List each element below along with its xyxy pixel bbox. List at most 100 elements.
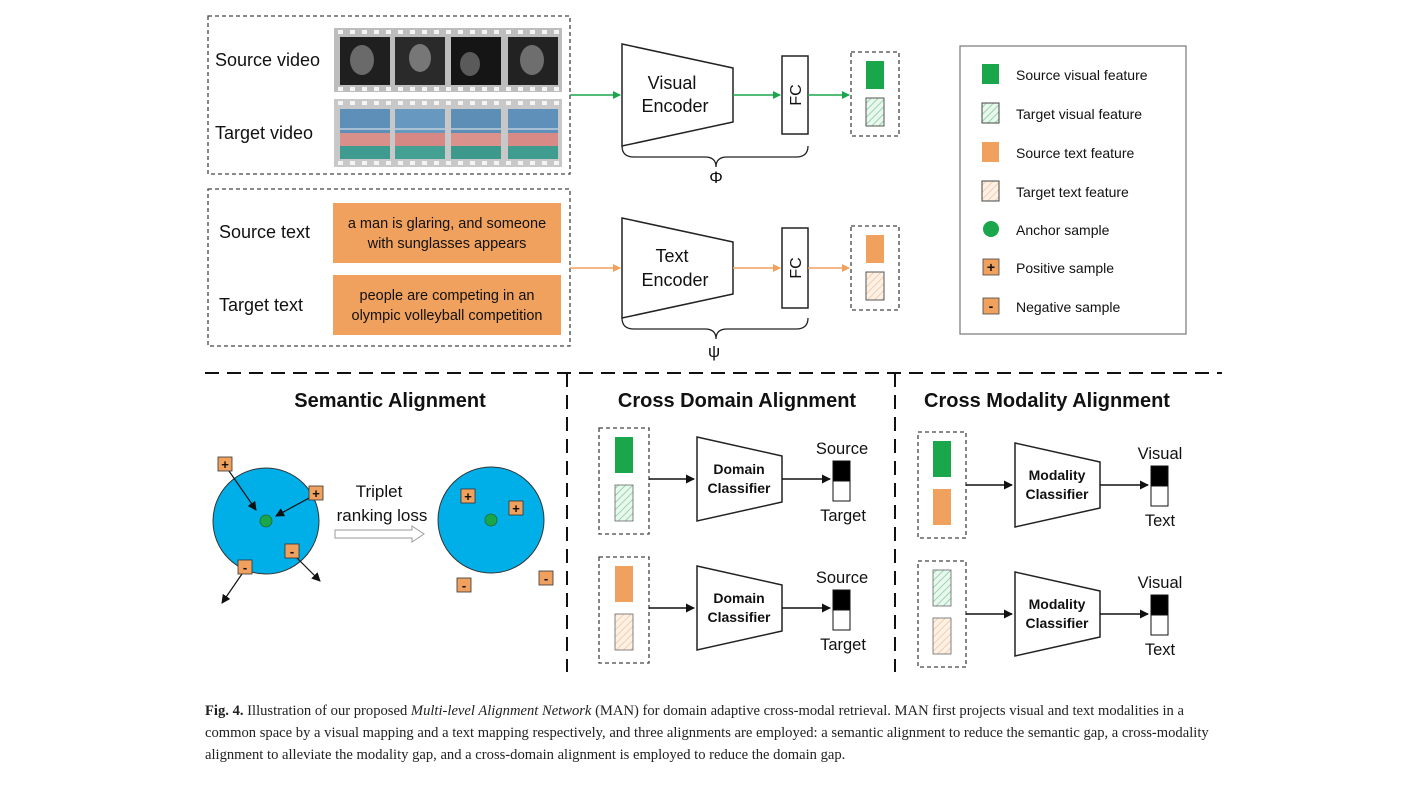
legend: Source visual feature Target visual feat… (959, 45, 1187, 335)
video-panel: Source video Target video (207, 15, 571, 175)
cross-domain-section: Cross Domain Alignment Domain Classifier… (598, 390, 868, 664)
target-text-swatch-icon (981, 180, 1000, 202)
modality-classifier-trapezoid (1014, 571, 1101, 657)
text-mapping-brace (621, 317, 809, 340)
source-text-label: Source text (219, 222, 310, 242)
domain-output-source-label: Source (816, 569, 868, 587)
triplet-loss-hollow-arrow (334, 525, 425, 543)
positive-sample-box (460, 488, 476, 504)
source-text-caption-line1: a man is glaring, and someone (348, 216, 546, 232)
domain-output-target-label: Target (820, 507, 866, 525)
positive-sample-box (308, 485, 324, 501)
source-text-feature-swatch (866, 235, 884, 263)
positive-sample-box (508, 500, 524, 516)
visual-fc-box (781, 55, 809, 135)
minus-glyph: - (243, 560, 247, 575)
legend-item-label: Positive sample (1016, 260, 1114, 276)
domain-classifier-trapezoid (696, 565, 783, 651)
negative-sample-box (237, 559, 253, 575)
triplet-loss-label-line1: Triplet (356, 482, 403, 501)
source-visual-feature-swatch (933, 441, 951, 477)
source-visual-feature-swatch (615, 437, 633, 473)
modality-classifier-label-line1: Modality (1029, 467, 1086, 483)
target-visual-feature-swatch (865, 97, 885, 127)
source-text-caption-line2: with sunglasses appears (367, 236, 527, 252)
legend-item-label: Target visual feature (1016, 106, 1142, 122)
anchor-circle-icon (983, 221, 999, 237)
visual-pipeline: Visual Encoder FC Φ (570, 43, 900, 187)
legend-item-label: Negative sample (1016, 299, 1120, 315)
target-text-feature-swatch (865, 271, 885, 301)
visual-encoder-trapezoid (621, 43, 734, 147)
caption-figure-label: Fig. 4. (205, 703, 244, 719)
source-video-label: Source video (215, 50, 320, 70)
domain-classifier-trapezoid (696, 436, 783, 522)
domain-classifier-label-line1: Domain (713, 590, 764, 606)
plus-glyph: + (312, 486, 320, 501)
modality-classifier-label-line1: Modality (1029, 596, 1086, 612)
negative-sample-box (456, 577, 472, 593)
target-text-caption-line1: people are competing in an (360, 288, 535, 304)
minus-glyph: - (544, 571, 548, 586)
anchor-sample-dot (259, 514, 273, 528)
modality-output-visual-label: Visual (1138, 574, 1183, 592)
text-fc-label: FC (788, 257, 805, 278)
cross-domain-title: Cross Domain Alignment (618, 390, 857, 412)
domain-classifier-label-line2: Classifier (707, 609, 771, 625)
text-encoder-label-line2: Encoder (641, 270, 708, 290)
plus-box-icon (982, 258, 1000, 276)
source-text-feature-swatch (615, 566, 633, 602)
source-text-swatch-icon (982, 142, 999, 162)
legend-item-label: Anchor sample (1016, 222, 1110, 238)
visual-encoder-label-line2: Encoder (641, 96, 708, 116)
source-text-caption-box (333, 203, 561, 263)
triplet-loss-label-line2: ranking loss (337, 506, 428, 525)
target-text-caption-line2: olympic volleyball competition (352, 308, 543, 324)
visual-fc-label: FC (788, 84, 805, 105)
text-panel: Source text Target text a man is glaring… (207, 188, 571, 347)
visual-mapping-brace (621, 145, 809, 168)
plus-glyph: + (221, 457, 229, 472)
minus-glyph: - (290, 544, 294, 559)
domain-classifier-label-line2: Classifier (707, 480, 771, 496)
legend-item-label: Target text feature (1016, 184, 1129, 200)
negative-sample-box (538, 570, 554, 586)
anchor-sample-dot (484, 513, 498, 527)
domain-classifier-label-line1: Domain (713, 461, 764, 477)
text-pipeline: Text Encoder FC ψ (570, 217, 900, 361)
target-text-caption-box (333, 275, 561, 335)
source-visual-swatch-icon (982, 64, 999, 84)
visual-mapping-symbol: Φ (709, 168, 723, 187)
cross-modality-section: Cross Modality Alignment Modality Classi… (917, 390, 1183, 668)
target-visual-feature-swatch (932, 569, 952, 607)
target-video-filmstrip (334, 99, 562, 167)
target-visual-swatch-icon (981, 102, 1000, 124)
text-mapping-symbol: ψ (708, 342, 720, 361)
plus-glyph: + (512, 501, 520, 516)
caption-emphasis: Multi-level Alignment Network (410, 703, 592, 719)
domain-output-target-label: Target (820, 636, 866, 654)
text-fc-box (781, 227, 809, 309)
modality-classifier-trapezoid (1014, 442, 1101, 528)
text-encoder-label-line1: Text (655, 246, 688, 266)
target-text-label: Target text (219, 295, 303, 315)
target-text-feature-swatch (614, 613, 634, 651)
source-video-filmstrip (334, 28, 562, 92)
modality-output-text-label: Text (1145, 641, 1176, 659)
source-text-feature-swatch (933, 489, 951, 525)
caption-text-part1: Illustration of our proposed (243, 703, 411, 719)
legend-item-label: Source visual feature (1016, 67, 1148, 83)
domain-output-source-label: Source (816, 440, 868, 458)
plus-glyph: + (464, 489, 472, 504)
semantic-alignment-title: Semantic Alignment (294, 390, 486, 412)
modality-classifier-label-line2: Classifier (1025, 615, 1089, 631)
modality-output-visual-label: Visual (1138, 445, 1183, 463)
source-visual-feature-swatch (866, 61, 884, 89)
semantic-alignment-section: Semantic Alignment + + - - Triplet ranki… (212, 390, 554, 604)
caption-text-part2: (MAN) for domain adaptive cross-modal re… (205, 703, 1209, 763)
figure-caption: Fig. 4. Illustration of our proposed Mul… (205, 700, 1217, 766)
legend-item-label: Source text feature (1016, 145, 1135, 161)
modality-output-text-label: Text (1145, 512, 1176, 530)
modality-classifier-label-line2: Classifier (1025, 486, 1089, 502)
plus-glyph: + (987, 259, 995, 275)
